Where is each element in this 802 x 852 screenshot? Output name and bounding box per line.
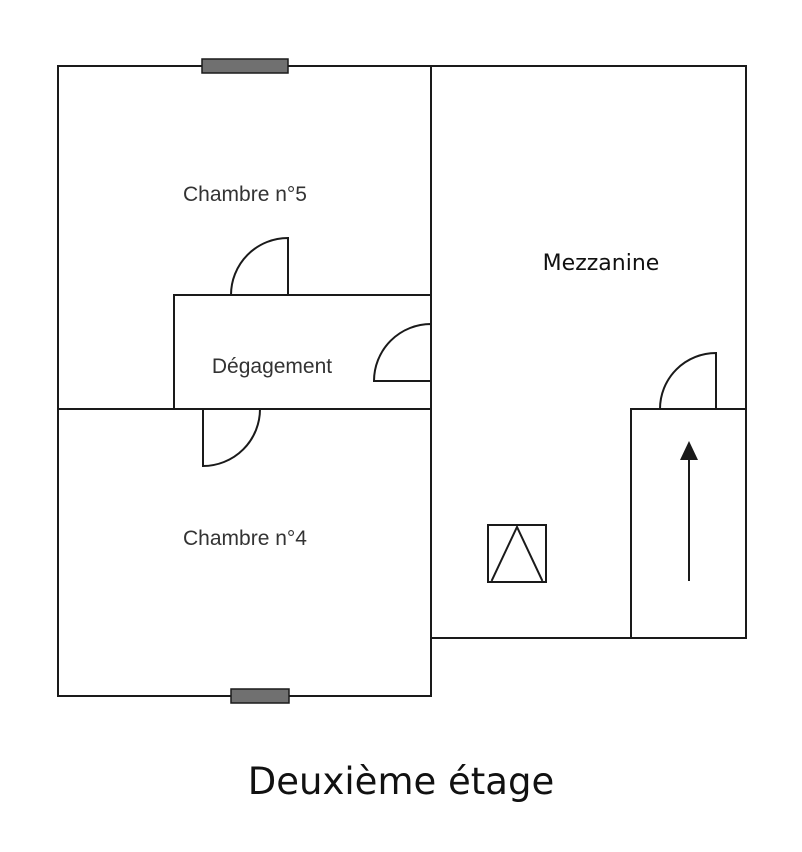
- window-bottom: [230, 688, 290, 704]
- stair-arrow-icon: [680, 441, 698, 581]
- door-stair[interactable]: [658, 351, 717, 410]
- window-top: [201, 58, 289, 74]
- room-label-chambre5: Chambre n°5: [183, 183, 307, 206]
- room-label-degagement: Dégagement: [212, 355, 332, 378]
- floor-caption: Deuxième étage: [247, 760, 555, 803]
- room-label-mezzanine: Mezzanine: [543, 251, 660, 276]
- door-mezzanine[interactable]: [372, 322, 432, 382]
- room-label-chambre4: Chambre n°4: [183, 527, 307, 550]
- skylight-icon: [487, 524, 547, 583]
- door-chambre5[interactable]: [229, 236, 289, 296]
- door-chambre4[interactable]: [202, 408, 262, 468]
